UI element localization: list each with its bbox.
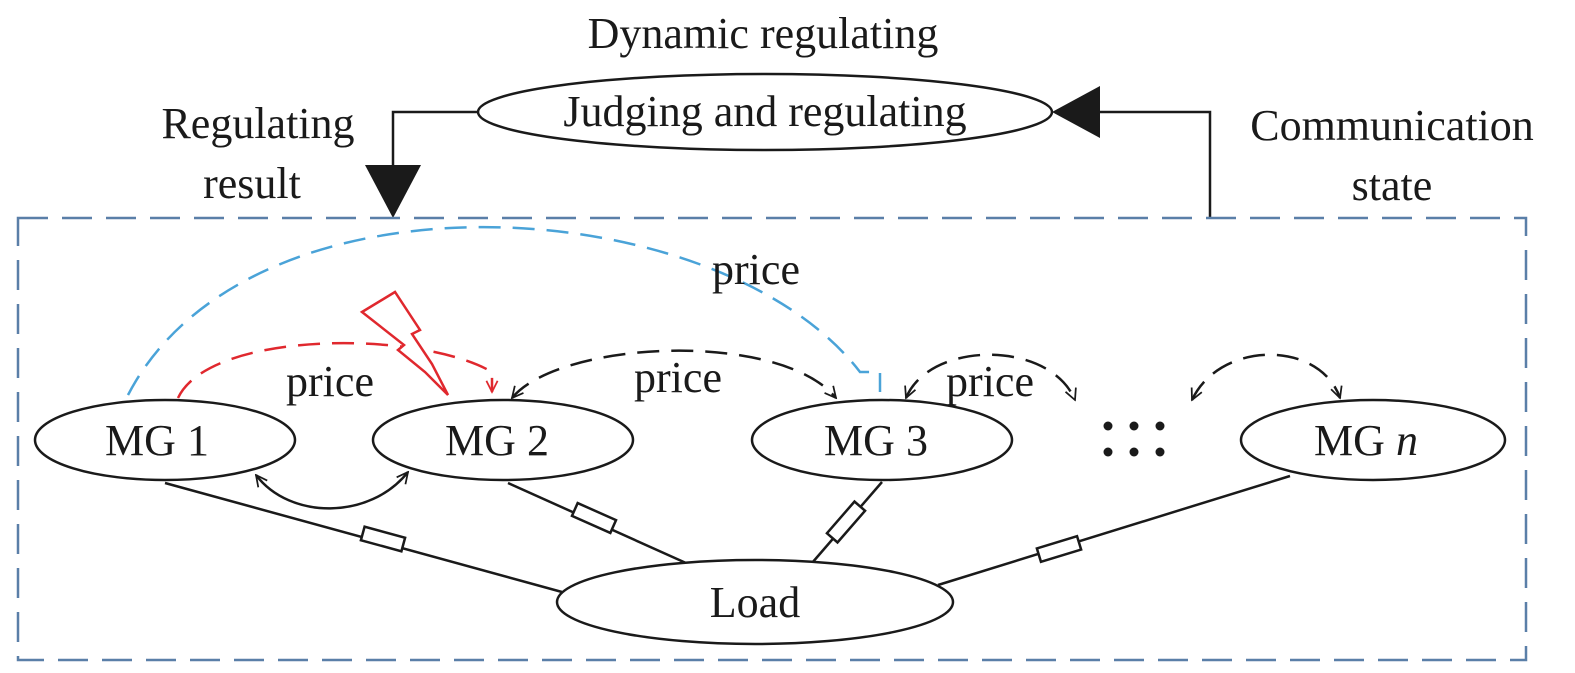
mgn-label: MG n <box>1314 416 1418 465</box>
regulating-label-line2: result <box>203 159 301 208</box>
price-label-blue: price <box>712 245 800 294</box>
mg3-label: MG 3 <box>824 416 928 465</box>
price-label-mg3-next: price <box>946 357 1034 406</box>
regulating-label-line1: Regulating <box>161 99 354 148</box>
mg2-label: MG 2 <box>445 416 549 465</box>
lightning-fault-icon <box>359 290 450 396</box>
mg2-node: MG 2 <box>371 398 635 482</box>
price-label-red: price <box>286 357 374 406</box>
mg1-node: MG 1 <box>33 398 297 482</box>
controller-node: Judging and regulating <box>476 72 1054 152</box>
price-link-mg1-mg3 <box>126 225 882 396</box>
power-link-mg1-mg2 <box>256 472 408 510</box>
controller-label: Judging and regulating <box>563 87 966 136</box>
price-link-mg1-mg2 <box>176 341 492 399</box>
load-node: Load <box>555 558 955 646</box>
mgn-node: MG n <box>1239 398 1507 482</box>
communication-state-arrow <box>1052 86 1212 218</box>
microgrid-cluster-boundary <box>16 216 1528 662</box>
price-link-prev-mgn <box>1192 353 1340 400</box>
price-link-mg2-mg3 <box>512 349 836 398</box>
dots-ellipsis-icon <box>1103 421 1165 457</box>
regulating-result-arrow <box>365 110 478 218</box>
price-link-mg3-next <box>906 353 1075 400</box>
mg3-node: MG 3 <box>750 398 1014 482</box>
diagram-title: Dynamic regulating <box>588 9 939 58</box>
load-label: Load <box>710 578 800 627</box>
communication-label-line2: state <box>1352 161 1433 210</box>
price-label-mg2-mg3: price <box>634 353 722 402</box>
mg1-label: MG 1 <box>105 416 209 465</box>
communication-label-line1: Communication <box>1250 101 1534 150</box>
load-connections <box>164 474 1291 594</box>
